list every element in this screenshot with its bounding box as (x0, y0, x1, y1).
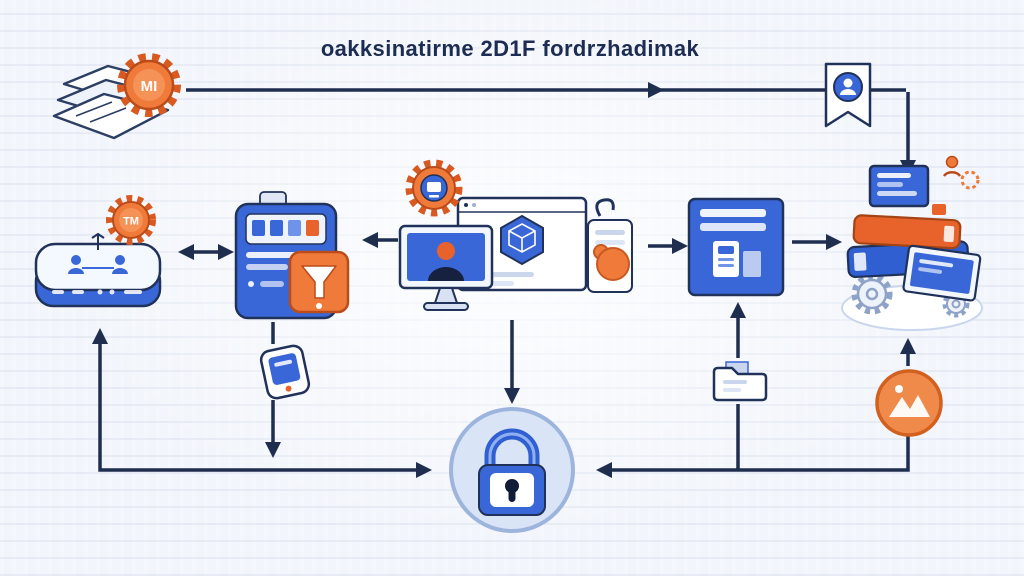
mobile-device (254, 340, 316, 404)
folder-icon (712, 361, 768, 402)
gear-badge-small-label: TM (123, 216, 139, 228)
knowledge-cluster (836, 148, 992, 340)
funnel-badge-icon (288, 250, 350, 314)
ribbon-badge (820, 60, 876, 132)
ribbon-badge-icon (824, 62, 872, 128)
small-monitor-icon (868, 164, 930, 208)
edge-device-server-bidirectional (178, 244, 234, 260)
diagram-title: oakksinatirme 2D1F fordrzhadimak (320, 36, 700, 61)
monitor-user-icon (398, 224, 494, 311)
edge-padlock-device-loop (92, 328, 432, 478)
edge-workstation-to-server (362, 232, 398, 248)
mobile-device-icon (259, 344, 311, 400)
edge-workstation-to-padlock (504, 320, 520, 404)
laptop-icon (902, 244, 982, 302)
hexagon-cube-icon (500, 214, 544, 266)
edge-docstack-to-badge (186, 82, 906, 98)
warning-circle (872, 366, 946, 440)
gear-icon: MI (117, 53, 181, 117)
workstation-gear-badge (402, 156, 466, 220)
padlock (446, 404, 578, 536)
mountain-pictogram-icon (875, 369, 943, 437)
gear-badge-small: TM (103, 192, 159, 248)
folder (710, 358, 770, 404)
hook-clip-icon (595, 198, 615, 217)
orange-book-icon (852, 214, 962, 250)
edge-panel-to-cluster (792, 234, 842, 250)
gear-badge-large: MI (114, 50, 184, 120)
padlock-icon (449, 407, 575, 533)
edge-folder-to-panel (730, 302, 746, 470)
orange-blob-icon (596, 247, 630, 281)
workstation-icon (398, 196, 633, 311)
edge-workstation-to-panel (648, 238, 688, 254)
edge-warning-to-cluster (900, 338, 916, 366)
gear-outline-icon (851, 273, 893, 315)
tiny-figure-icon (932, 155, 980, 215)
machine-pictogram (713, 241, 761, 277)
edge-warning-to-padlock (596, 436, 910, 478)
network-device (30, 224, 166, 324)
edge-server-to-padlock-via-mobile (265, 322, 281, 458)
gear-badge-large-label: MI (141, 78, 158, 95)
blue-panel (686, 196, 786, 298)
workstation (396, 160, 646, 322)
server-stack-icon (234, 191, 350, 320)
server-stack (232, 188, 354, 324)
gear-icon: TM (106, 195, 156, 245)
knowledge-cluster-icon (841, 155, 983, 331)
network-device-icon (34, 232, 162, 308)
blue-panel-icon (687, 197, 785, 297)
gear-icon (405, 159, 463, 217)
